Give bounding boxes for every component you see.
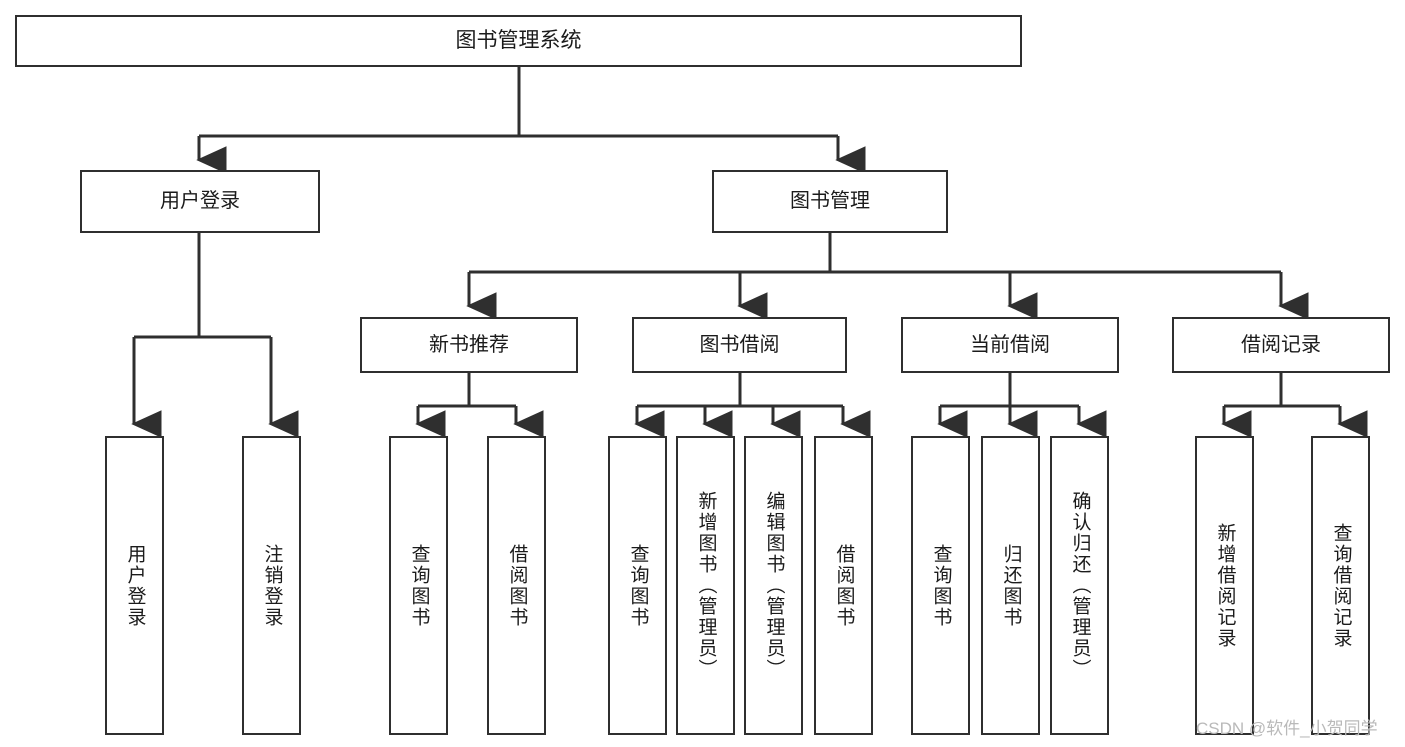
leaf-user-login-signout[interactable]: 注销登录 [242, 436, 301, 735]
node-borrow-record[interactable]: 借阅记录 [1172, 317, 1390, 373]
node-current-borrow[interactable]: 当前借阅 [901, 317, 1119, 373]
leaf-label: 查询图书 [930, 543, 952, 628]
leaf-borrow-record-query[interactable]: 查询借阅记录 [1311, 436, 1370, 735]
leaf-book-borrow-edit[interactable]: 编辑图书（管理员） [744, 436, 803, 735]
node-user-login-label: 用户登录 [160, 190, 240, 212]
node-current-borrow-label: 当前借阅 [970, 333, 1050, 356]
node-root[interactable]: 图书管理系统 [15, 15, 1022, 67]
node-book-borrow[interactable]: 图书借阅 [632, 317, 847, 373]
leaf-label: 新增图书（管理员） [695, 491, 717, 680]
leaf-new-book-borrow[interactable]: 借阅图书 [487, 436, 546, 735]
leaf-label: 编辑图书（管理员） [763, 491, 785, 680]
node-borrow-record-label: 借阅记录 [1241, 333, 1321, 356]
leaf-label: 确认归还（管理员） [1069, 491, 1091, 680]
leaf-label: 新增借阅记录 [1214, 522, 1236, 649]
node-book-management[interactable]: 图书管理 [712, 170, 948, 233]
leaf-book-borrow-add[interactable]: 新增图书（管理员） [676, 436, 735, 735]
leaf-label: 查询图书 [627, 543, 649, 628]
leaf-borrow-record-add[interactable]: 新增借阅记录 [1195, 436, 1254, 735]
leaf-user-login-signin[interactable]: 用户登录 [105, 436, 164, 735]
node-new-book-recommend-label: 新书推荐 [429, 333, 509, 356]
node-book-borrow-label: 图书借阅 [699, 333, 780, 356]
leaf-label: 用户登录 [124, 543, 146, 628]
node-book-management-label: 图书管理 [790, 190, 870, 212]
leaf-book-borrow-query[interactable]: 查询图书 [608, 436, 667, 735]
node-new-book-recommend[interactable]: 新书推荐 [360, 317, 578, 373]
watermark: CSDN @软件_小贺同学 [1196, 719, 1378, 738]
leaf-label: 归还图书 [1000, 543, 1022, 628]
node-user-login[interactable]: 用户登录 [80, 170, 320, 233]
leaf-label: 查询图书 [408, 543, 430, 628]
leaf-label: 借阅图书 [833, 543, 855, 628]
leaf-current-borrow-confirm[interactable]: 确认归还（管理员） [1050, 436, 1109, 735]
leaf-label: 注销登录 [261, 543, 283, 628]
leaf-label: 查询借阅记录 [1330, 522, 1352, 649]
node-root-label: 图书管理系统 [455, 28, 582, 52]
leaf-current-borrow-query[interactable]: 查询图书 [911, 436, 970, 735]
leaf-current-borrow-return[interactable]: 归还图书 [981, 436, 1040, 735]
leaf-new-book-query[interactable]: 查询图书 [389, 436, 448, 735]
leaf-book-borrow-borrow[interactable]: 借阅图书 [814, 436, 873, 735]
leaf-label: 借阅图书 [506, 543, 528, 628]
